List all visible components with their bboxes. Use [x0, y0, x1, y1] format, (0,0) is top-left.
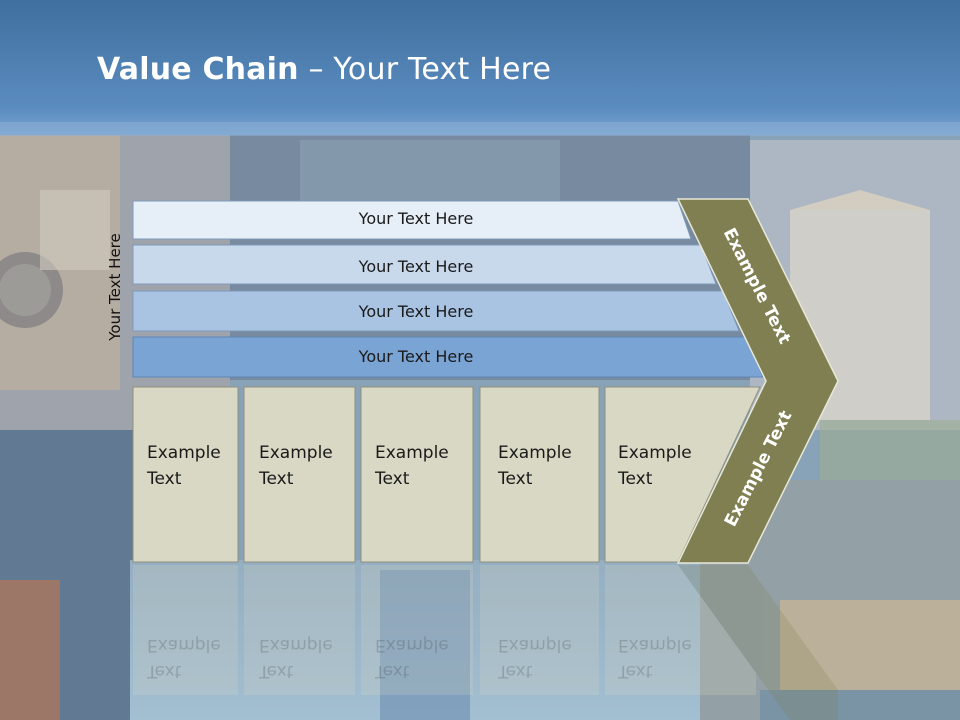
box-reflection	[480, 565, 599, 695]
band-2	[132, 244, 717, 285]
box-1	[132, 386, 239, 563]
band-1-label: Your Text Here	[358, 209, 474, 228]
band-4-label: Your Text Here	[358, 347, 474, 366]
band-1	[132, 200, 692, 240]
band-4	[132, 336, 764, 378]
band-3	[132, 290, 740, 332]
page-title: Value Chain – Your Text Here	[97, 52, 552, 87]
box-reflection	[361, 565, 473, 695]
band-3-label: Your Text Here	[358, 302, 474, 321]
box-reflection	[133, 565, 238, 695]
box-reflection	[244, 565, 355, 695]
chevron-reflection	[678, 565, 838, 720]
box-2	[243, 386, 356, 563]
box-reflection	[605, 565, 756, 695]
box-4	[479, 386, 600, 563]
box-3	[360, 386, 474, 563]
value-chain-chevron	[676, 198, 839, 564]
band-2-label: Your Text Here	[358, 257, 474, 276]
